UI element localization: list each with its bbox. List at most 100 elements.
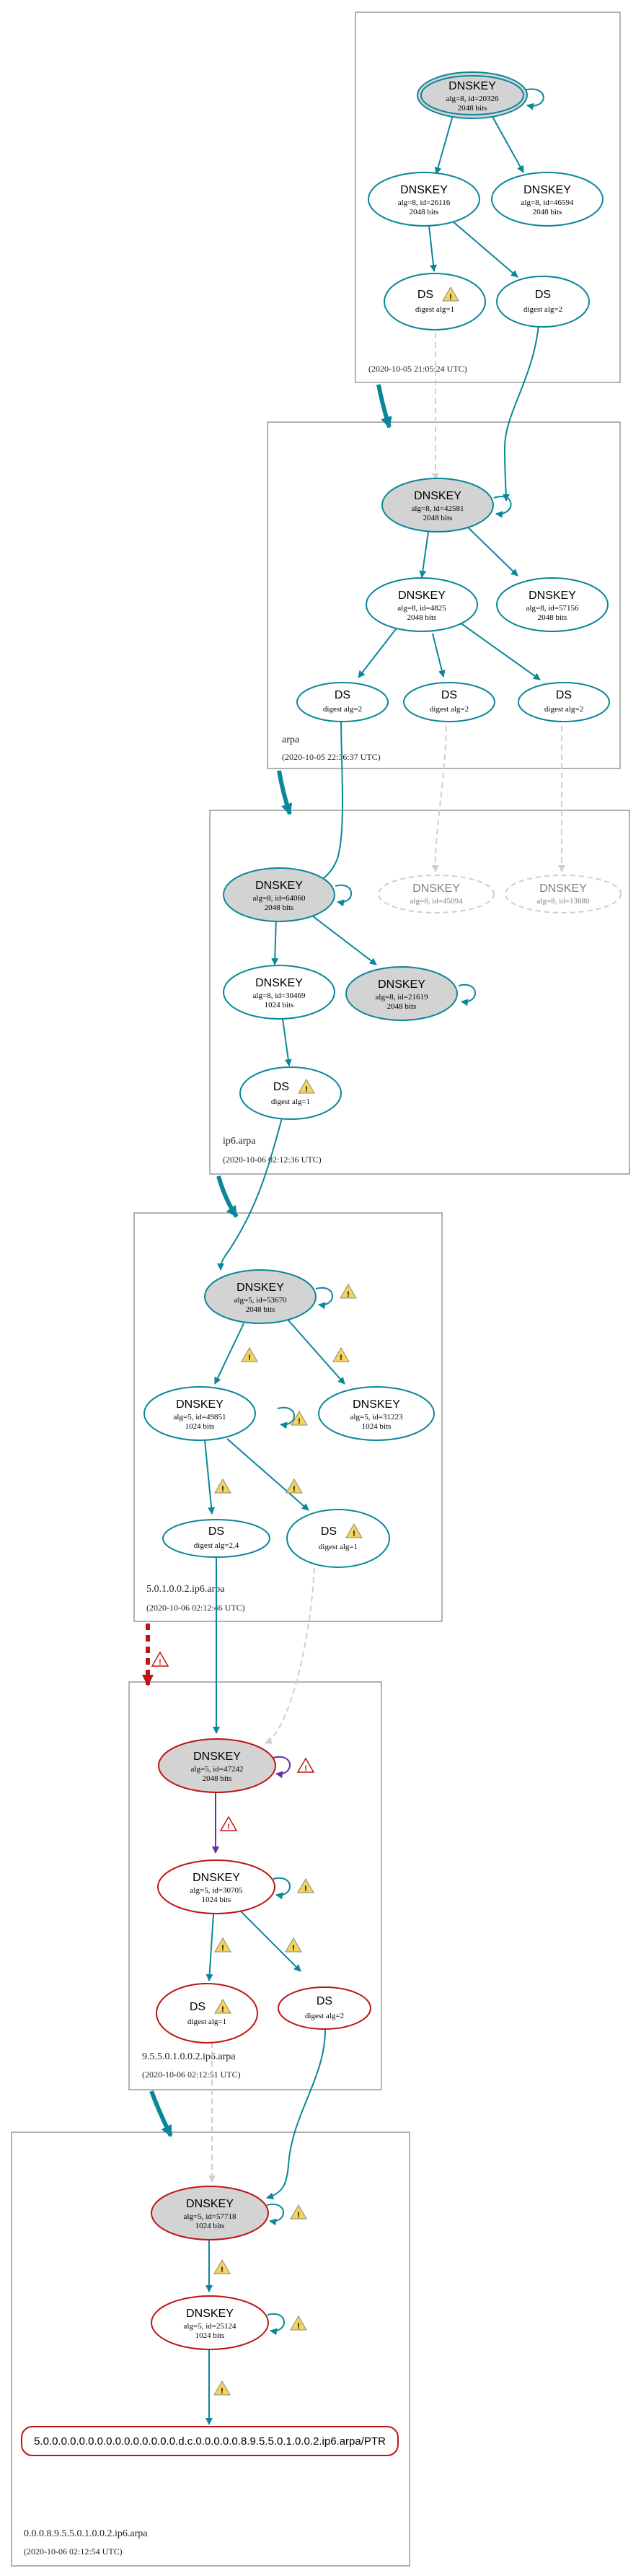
dnskey-node-ksk[interactable]: DNSKEY alg=8, id=42581 2048 bits [381, 478, 494, 533]
node-detail: alg=8, id=4825 [397, 604, 446, 613]
node-detail: 2048 bits [458, 104, 487, 113]
node-title: DS [273, 1081, 289, 1093]
node-title: DNSKEY [523, 184, 571, 196]
zone-label: ip6.arpa [223, 1136, 256, 1147]
node-detail: digest alg=2 [544, 705, 583, 714]
node-title: DNSKEY [353, 1398, 400, 1411]
ds-node[interactable]: DS digest alg=2 [403, 682, 495, 722]
zone-root: (2020-10-05 21:05:24 UTC) [355, 12, 621, 383]
node-detail: 1024 bits [185, 1422, 215, 1431]
node-detail: alg=5, id=49851 [174, 1413, 226, 1421]
edge [459, 622, 541, 680]
zone-timestamp: (2020-10-06 02:12:51 UTC) [142, 2069, 241, 2080]
node-shape [505, 875, 622, 914]
warning-icon: ! [214, 1478, 231, 1494]
node-title: DS [556, 689, 572, 701]
zone-9-5-5-0-1-0-0-2-ip6-arpa: 9.5.5.0.1.0.0.2.ip6.arpa (2020-10-06 02:… [128, 1681, 382, 2090]
warning-icon: ! [290, 2316, 307, 2331]
node-detail: 2048 bits [410, 208, 439, 216]
node-detail: digest alg=2 [305, 2012, 344, 2020]
zone-label: arpa [282, 735, 300, 745]
svg-text:!: ! [340, 1354, 342, 1362]
edge [283, 1314, 345, 1385]
ds-node[interactable]: DS ! digest alg=1 [384, 273, 486, 330]
node-shape [420, 75, 524, 115]
node-title: DNSKEY [193, 1872, 240, 1884]
warning-icon: ! [298, 1079, 315, 1094]
node-detail: 2048 bits [246, 1305, 275, 1314]
node-detail: alg=5, id=53670 [234, 1296, 287, 1305]
dnskey-node-ksk[interactable]: DNSKEY alg=8, id=64060 2048 bits [223, 867, 335, 922]
node-detail: alg=8, id=21619 [376, 993, 428, 1002]
node-detail: 1024 bits [362, 1422, 392, 1431]
node-title: DS [317, 1995, 332, 2007]
dnskey-node[interactable]: DNSKEY alg=8, id=30469 1024 bits [223, 965, 335, 1020]
edge [464, 524, 518, 577]
dnskey-node-bogus[interactable]: DNSKEY alg=5, id=30705 1024 bits [157, 1859, 275, 1914]
zone-timestamp: (2020-10-06 02:12:46 UTC) [146, 1603, 245, 1613]
node-title: DS [208, 1525, 224, 1538]
ds-node[interactable]: DS ! digest alg=1 [286, 1509, 390, 1568]
node-detail: digest alg=2 [430, 705, 469, 714]
node-detail: 1024 bits [265, 1001, 294, 1009]
node-detail: digest alg=2 [323, 705, 362, 714]
edge-warnings: ! ! ! ! ! ! ! ! ! ! ! ! ! ! ! ! [151, 1284, 357, 2396]
ds-node[interactable]: DS digest alg=2 [518, 682, 610, 722]
warning-icon: ! [213, 2259, 231, 2274]
node-detail: alg=8, id=30469 [253, 991, 306, 1000]
ptr-record-node[interactable]: 5.0.0.0.0.0.0.0.0.0.0.0.0.0.0.0.d.c.0.0.… [21, 2426, 399, 2456]
node-detail: 2048 bits [203, 1774, 232, 1783]
warning-icon: ! [340, 1284, 357, 1299]
self-loop [277, 1406, 295, 1429]
dnskey-node-ksk[interactable]: DNSKEY alg=5, id=53670 2048 bits [204, 1269, 317, 1324]
dnskey-node-ksk[interactable]: DNSKEY alg=8, id=20326 2048 bits [417, 71, 528, 119]
node-detail: alg=8, id=64060 [253, 894, 306, 903]
dnskey-node[interactable]: DNSKEY alg=5, id=31223 1024 bits [318, 1386, 435, 1441]
edge [226, 1438, 309, 1511]
node-shape [368, 172, 480, 227]
dnskey-node[interactable]: DNSKEY alg=8, id=46594 2048 bits [491, 172, 604, 227]
dnskey-node-missing[interactable]: DNSKEY alg=8, id=13880 [505, 875, 622, 914]
delegation-arrow [149, 2090, 173, 2137]
node-title: DNSKEY [193, 1751, 241, 1763]
edge [419, 526, 430, 578]
self-loop [266, 2203, 284, 2226]
dnskey-node-ksk-bogus[interactable]: DNSKEY alg=5, id=47242 2048 bits [158, 1738, 276, 1793]
dnskey-node[interactable]: DNSKEY alg=5, id=49851 1024 bits [143, 1386, 256, 1441]
svg-text:!: ! [353, 1530, 355, 1538]
svg-text:!: ! [248, 1354, 251, 1362]
edge [271, 916, 279, 965]
self-loop [315, 1287, 333, 1310]
dnskey-node-ksk[interactable]: DNSKEY alg=8, id=21619 2048 bits [345, 966, 458, 1021]
svg-text:!: ! [292, 1944, 295, 1953]
dnskey-node[interactable]: DNSKEY alg=8, id=26116 2048 bits [368, 172, 480, 227]
node-detail: digest alg=1 [271, 1098, 310, 1106]
dnskey-node-missing[interactable]: DNSKEY alg=8, id=45094 [378, 875, 495, 914]
node-shape [496, 276, 590, 328]
edge-dashed [265, 1567, 315, 1744]
node-shape [518, 682, 610, 722]
warning-icon: ! [285, 1937, 302, 1953]
ds-node[interactable]: DS digest alg=2 [496, 276, 590, 328]
dnskey-node[interactable]: DNSKEY alg=8, id=4825 2048 bits [366, 577, 478, 632]
node-shape [204, 1269, 317, 1324]
ds-node-bogus[interactable]: DS digest alg=2 [278, 1986, 371, 2030]
self-loop [523, 88, 544, 110]
self-loop [267, 2313, 285, 2336]
node-detail: alg=8, id=20326 [446, 95, 499, 103]
dnskey-node-ksk-bogus[interactable]: DNSKEY alg=5, id=57718 1024 bits [151, 2186, 269, 2240]
warning-icon: ! [345, 1523, 363, 1538]
ds-node[interactable]: DS digest alg=2 [296, 682, 389, 722]
node-detail: alg=8, id=13880 [537, 897, 590, 906]
zone-ip6-arpa: ip6.arpa (2020-10-06 02:12:36 UTC) [209, 810, 630, 1175]
node-detail: alg=8, id=26116 [398, 198, 451, 207]
node-shape [496, 577, 609, 632]
node-shape [286, 1509, 390, 1568]
svg-text:!: ! [297, 2211, 300, 2220]
dnskey-node[interactable]: DNSKEY alg=8, id=57156 2048 bits [496, 577, 609, 632]
ds-node[interactable]: DS ! digest alg=1 [239, 1066, 342, 1120]
ds-node-bogus[interactable]: DS ! digest alg=1 [156, 1983, 258, 2043]
dnskey-node-bogus[interactable]: DNSKEY alg=5, id=25124 1024 bits [151, 2295, 269, 2350]
node-detail: 2048 bits [533, 208, 562, 216]
ds-node[interactable]: DS digest alg=2,4 [162, 1519, 270, 1558]
